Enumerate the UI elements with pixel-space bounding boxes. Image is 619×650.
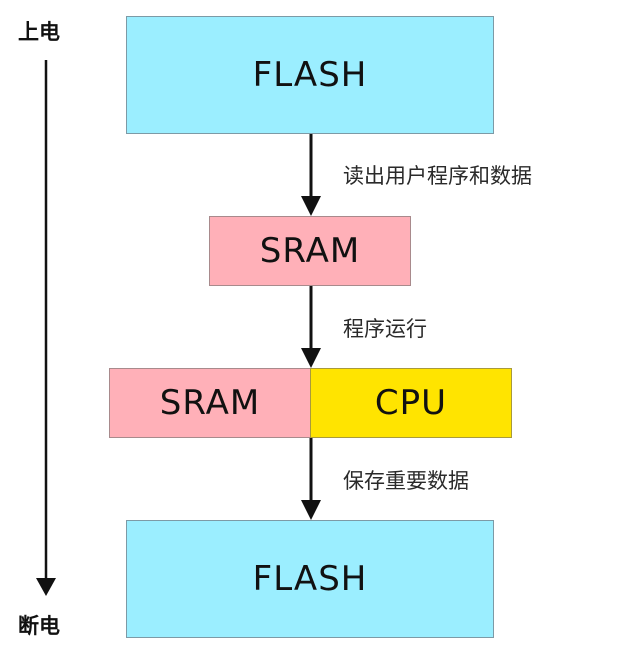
power-off-label: 断电 bbox=[18, 614, 60, 638]
flash-box-bottom: FLASH bbox=[126, 520, 494, 638]
power-on-label: 上电 bbox=[18, 20, 60, 44]
timeline-arrow bbox=[36, 60, 56, 596]
arrow-runtime-to-flash bbox=[301, 438, 321, 520]
step-run-label: 程序运行 bbox=[343, 317, 427, 341]
sram-box-label: SRAM bbox=[259, 231, 361, 271]
flash-box-bottom-label: FLASH bbox=[252, 559, 368, 599]
arrow-sram-to-runtime bbox=[301, 286, 321, 368]
flash-box-top: FLASH bbox=[126, 16, 494, 134]
step-read-label: 读出用户程序和数据 bbox=[343, 164, 532, 188]
flash-box-top-label: FLASH bbox=[252, 55, 368, 95]
arrow-flash-to-sram bbox=[301, 134, 321, 216]
cpu-box-label: CPU bbox=[374, 383, 448, 423]
step-save-label: 保存重要数据 bbox=[343, 469, 469, 493]
sram-box: SRAM bbox=[209, 216, 411, 286]
cpu-box: CPU bbox=[310, 368, 512, 438]
sram-runtime-label: SRAM bbox=[159, 383, 261, 423]
sram-runtime-box: SRAM bbox=[109, 368, 311, 438]
